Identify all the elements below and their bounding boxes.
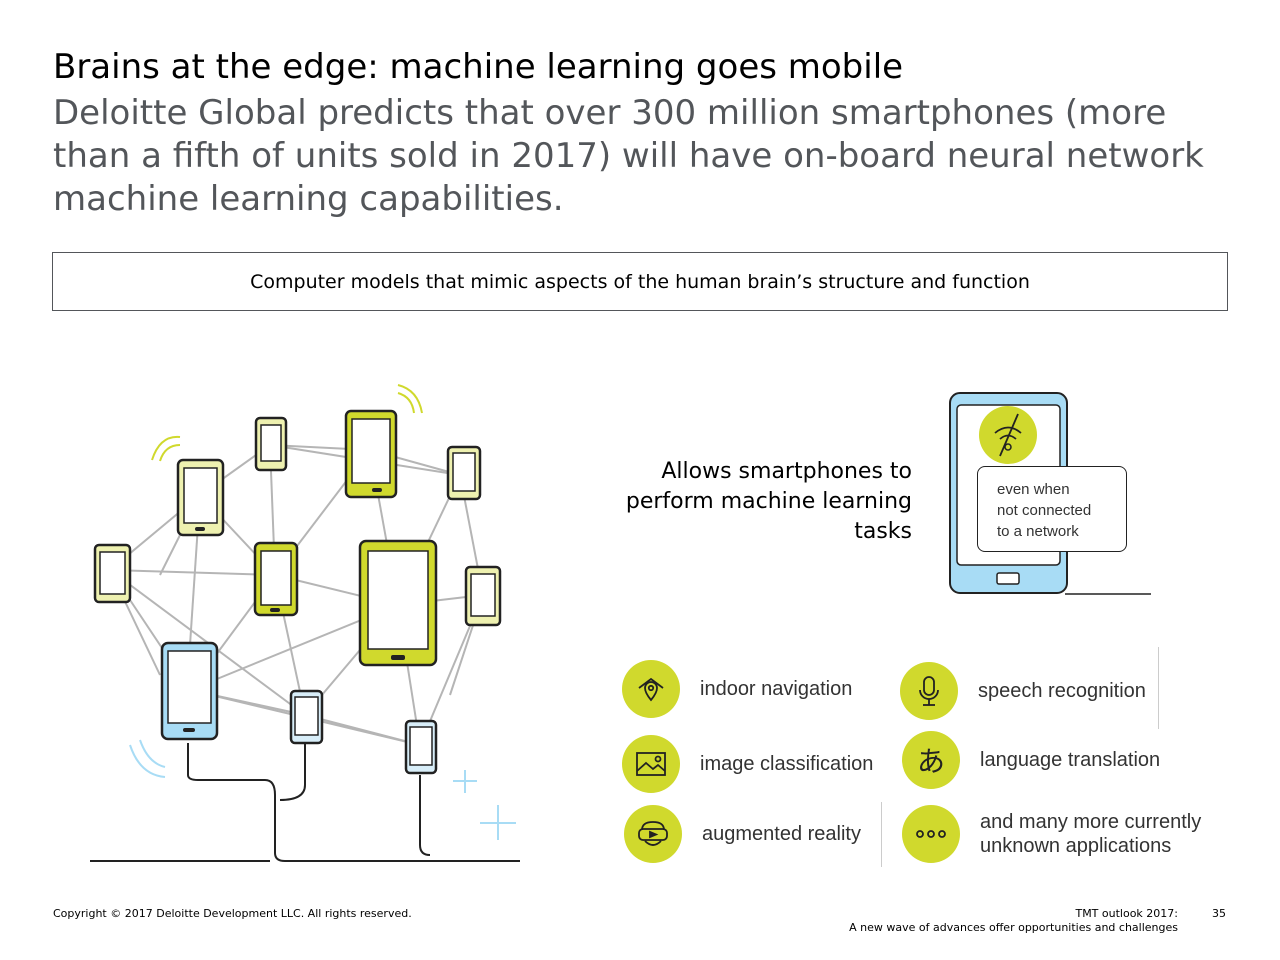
app-more-applications: and many more currently unknown applicat… xyxy=(902,805,1220,863)
offline-phone-illustration: even when not connected to a network xyxy=(945,390,1155,598)
ellipsis-icon xyxy=(902,805,960,863)
page-number: 35 xyxy=(1212,907,1226,920)
hiragana-a-icon: あ xyxy=(902,731,960,789)
offline-speech-bubble: even when not connected to a network xyxy=(977,466,1127,552)
bubble-line-3: to a network xyxy=(997,523,1079,540)
app-language-translation: あ language translation xyxy=(902,731,1160,789)
app-augmented-reality: augmented reality xyxy=(624,805,861,863)
report-subtitle: A new wave of advances offer opportuniti… xyxy=(849,921,1178,934)
location-pin-icon xyxy=(622,660,680,718)
divider xyxy=(881,802,882,867)
app-label: and many more currently unknown applicat… xyxy=(980,811,1202,857)
app-label: language translation xyxy=(980,749,1161,771)
page-subtitle: Deloitte Global predicts that over 300 m… xyxy=(53,93,1204,219)
bubble-line-2: not connected xyxy=(997,502,1092,519)
app-label: augmented reality xyxy=(702,823,861,845)
page-title: Brains at the edge: machine learning goe… xyxy=(53,47,904,87)
allows-statement: Allows smartphones to perform machine le… xyxy=(625,459,912,544)
microphone-icon xyxy=(900,662,958,720)
app-label: indoor navigation xyxy=(700,678,853,700)
app-label: speech recognition xyxy=(978,680,1146,702)
report-title: TMT outlook 2017: A new wave of advances… xyxy=(849,907,1178,935)
image-icon xyxy=(622,735,680,793)
bubble-line-1: even when xyxy=(997,481,1070,498)
copyright: Copyright © 2017 Deloitte Development LL… xyxy=(53,907,412,920)
report-name: TMT outlook 2017: xyxy=(1075,907,1178,920)
app-image-classification: image classification xyxy=(622,735,873,793)
definition-box: Computer models that mimic aspects of th… xyxy=(52,252,1228,311)
divider xyxy=(1158,647,1159,729)
phone-network-illustration xyxy=(90,384,520,862)
app-indoor-navigation: indoor navigation xyxy=(622,660,852,718)
applications-grid: indoor navigation speech recognition ima… xyxy=(620,645,1230,875)
vr-headset-icon xyxy=(624,805,682,863)
app-label: image classification xyxy=(700,753,874,775)
definition-text: Computer models that mimic aspects of th… xyxy=(250,270,1030,293)
app-speech-recognition: speech recognition xyxy=(900,662,1146,720)
